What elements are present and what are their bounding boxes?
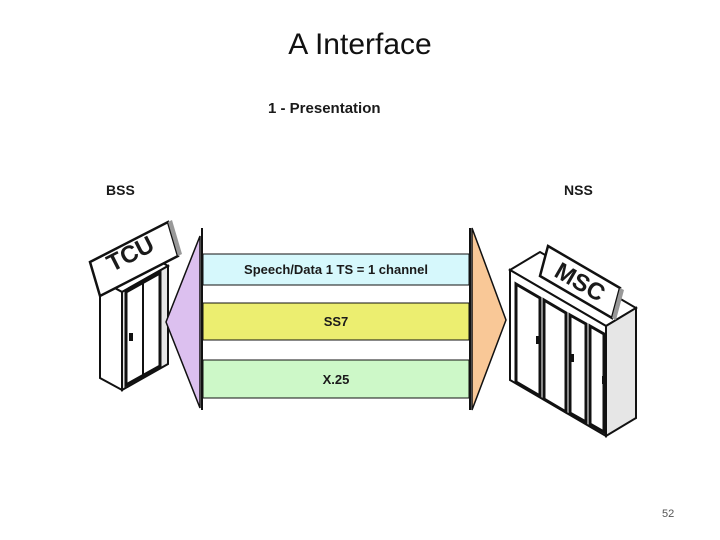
diagram-subtitle: 1 - Presentation [268,100,381,117]
bss-label: BSS [106,182,135,198]
band-x25-label: X.25 [323,372,350,387]
band-speech-data-label: Speech/Data 1 TS = 1 channel [244,262,428,277]
tcu-sign: TCU [88,220,182,298]
slide-title: A Interface [288,28,432,61]
protocol-bands: Speech/Data 1 TS = 1 channel SS7 X.25 [202,253,470,399]
nss-label: NSS [564,182,593,198]
left-arrowhead [165,235,201,409]
right-arrowhead [471,227,507,411]
band-speech-data [202,253,470,286]
interface-arrow [165,227,507,411]
page-number: 52 [662,508,675,520]
band-ss7-label: SS7 [324,314,349,329]
band-x25 [202,359,470,399]
band-ss7 [202,302,470,341]
